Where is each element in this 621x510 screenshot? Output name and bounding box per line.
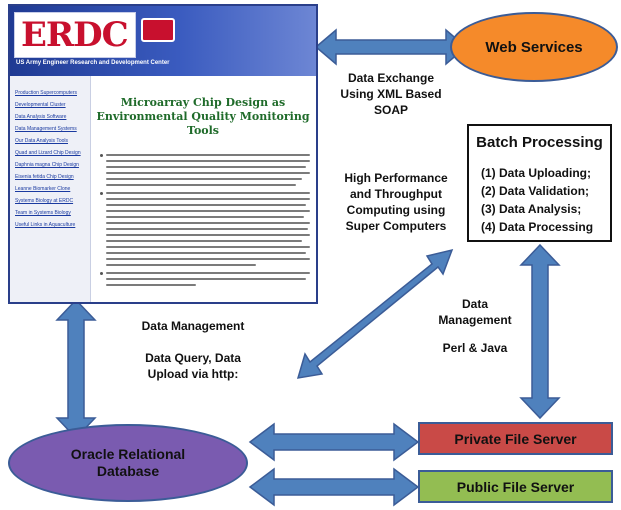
site-header: ERDC US Army Engineer Research and Devel… xyxy=(10,6,316,76)
bullet xyxy=(100,272,103,275)
text-line xyxy=(106,228,308,230)
batch-processing-box: Batch Processing (1) Data Uploading; (2)… xyxy=(467,124,612,242)
site-logo[interactable]: ERDC xyxy=(14,12,136,58)
text-line xyxy=(106,184,296,186)
data-exchange-label: Data Exchange Using XML Based SOAP xyxy=(326,70,456,118)
text-line xyxy=(106,198,310,200)
logo-text: ERDC xyxy=(21,15,129,55)
arrow-website-webservices xyxy=(314,28,468,66)
website-screenshot: ERDC US Army Engineer Research and Devel… xyxy=(8,4,318,304)
label-line: Super Computers xyxy=(345,219,447,233)
private-file-server-node: Private File Server xyxy=(418,422,613,455)
arrow-database-private xyxy=(248,422,420,462)
batch-item: (1) Data Uploading; xyxy=(481,166,591,180)
nav-item[interactable]: Team in Systems Biology xyxy=(15,210,71,216)
data-management-right-label: Data Management xyxy=(430,296,520,328)
nav-item[interactable]: Systems Biology at ERDC xyxy=(15,198,74,204)
batch-item: (2) Data Validation; xyxy=(481,184,590,198)
public-file-server-node: Public File Server xyxy=(418,470,613,503)
site-tagline: US Army Engineer Research and Developmen… xyxy=(16,60,170,66)
label-line: Management xyxy=(438,313,512,327)
text-line xyxy=(106,284,196,286)
site-nav: Production Supercomputers Developmental … xyxy=(10,76,91,302)
data-management-left-label: Data Management xyxy=(141,319,245,333)
label-line: Upload via http: xyxy=(147,367,239,381)
text-line xyxy=(106,178,302,180)
nav-item[interactable]: Production Supercomputers xyxy=(15,90,77,96)
label-line: SOAP xyxy=(373,103,408,117)
nav-item[interactable]: Our Data Analysis Tools xyxy=(15,138,68,144)
nav-item[interactable]: Leanne Biomarker Clone xyxy=(15,186,71,192)
label-line: Oracle Relational xyxy=(70,446,186,462)
nav-item[interactable]: Data Analysis Software xyxy=(15,114,67,120)
arrow-batch-private xyxy=(519,243,561,420)
batch-item: (3) Data Analysis; xyxy=(481,202,582,216)
text-line xyxy=(106,204,306,206)
text-line xyxy=(106,166,306,168)
nav-item[interactable]: Quad and Lizard Chip Design xyxy=(15,150,81,156)
arrow-hpc-diagonal xyxy=(296,248,454,379)
text-line xyxy=(106,172,310,174)
label-line: High Performance xyxy=(344,171,448,185)
nav-item[interactable]: Data Management Systems xyxy=(15,126,77,132)
bullet xyxy=(100,154,103,157)
text-line xyxy=(106,222,310,224)
text-line xyxy=(106,216,304,218)
text-line xyxy=(106,240,302,242)
perl-java-label: Perl & Java xyxy=(442,341,508,355)
text-line xyxy=(106,258,310,260)
text-line xyxy=(106,272,310,274)
arrow-database-public xyxy=(248,467,420,507)
batch-item: (4) Data Processing xyxy=(481,220,594,234)
label-line: Data Exchange xyxy=(347,71,435,85)
castle-emblem-icon xyxy=(141,18,175,42)
page-title: Microarray Chip Design as Environmental … xyxy=(96,96,310,137)
label-line: Data Query, Data xyxy=(145,351,241,365)
nav-item[interactable]: Developmental Cluster xyxy=(15,102,66,108)
text-line xyxy=(106,210,310,212)
web-services-node: Web Services xyxy=(450,12,618,82)
label-line: Computing using xyxy=(346,203,446,217)
nav-item[interactable]: Daphnia magna Chip Design xyxy=(15,162,79,168)
label-line: and Throughput xyxy=(350,187,442,201)
label-line: Database xyxy=(96,463,160,479)
bullet xyxy=(100,192,103,195)
label-line: Using XML Based xyxy=(340,87,442,101)
oracle-database-node: Oracle Relational Database xyxy=(8,424,248,502)
arrow-website-database xyxy=(55,298,97,440)
text-line xyxy=(106,192,310,194)
text-line xyxy=(106,278,306,280)
label-line: Data xyxy=(461,297,488,311)
data-query-label: Data Query, Data Upload via http: xyxy=(123,350,263,382)
nav-item[interactable]: Useful Links in Aquaculture xyxy=(15,222,76,228)
text-line xyxy=(106,154,310,156)
nav-item[interactable]: Eisenia fetida Chip Design xyxy=(15,174,74,180)
text-line xyxy=(106,264,256,266)
text-line xyxy=(106,160,310,162)
text-line xyxy=(106,246,310,248)
text-line xyxy=(106,234,310,236)
batch-title: Batch Processing xyxy=(476,134,603,151)
text-line xyxy=(106,252,306,254)
hpc-label: High Performance and Throughput Computin… xyxy=(326,170,466,234)
